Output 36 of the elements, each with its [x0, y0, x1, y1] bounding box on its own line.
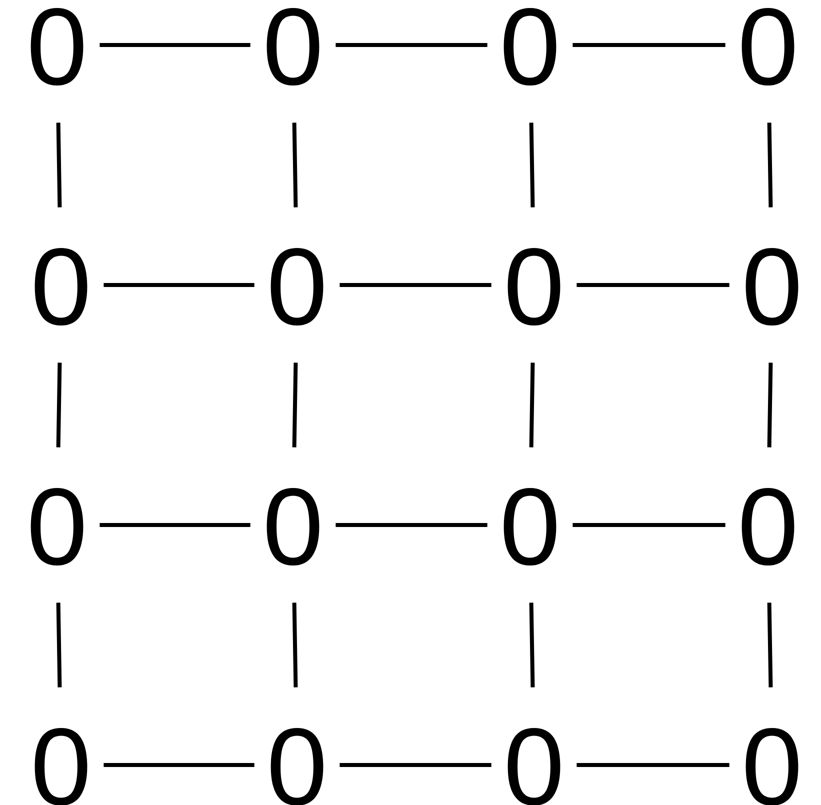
digit-label: 0 — [504, 8, 556, 86]
digit-label: 0 — [508, 248, 560, 326]
digit-label: 0 — [270, 248, 324, 326]
connector-line — [100, 43, 250, 47]
connector-line — [56, 362, 62, 448]
connector-line — [292, 602, 298, 688]
digit-label: 0 — [30, 488, 84, 566]
connector-line — [572, 43, 726, 47]
connector-line — [767, 362, 773, 448]
connector-line — [292, 122, 298, 208]
connector-line — [767, 122, 773, 208]
connector-line — [104, 282, 254, 287]
digit-label: 0 — [742, 8, 794, 86]
digit-label: 0 — [742, 488, 794, 566]
connector-line — [529, 122, 535, 208]
digit-label: 0 — [266, 488, 320, 566]
digit-label: 0 — [30, 8, 84, 86]
connector-line — [529, 602, 535, 688]
connector-line — [336, 522, 488, 527]
connector-line — [576, 762, 730, 767]
connector-line — [529, 362, 535, 448]
connector-line — [292, 362, 298, 448]
connector-line — [340, 762, 492, 767]
digit-label: 0 — [746, 248, 798, 326]
connector-line — [100, 522, 250, 527]
connector-line — [767, 602, 773, 688]
connector-line — [572, 522, 726, 527]
connector-line — [336, 43, 488, 47]
connector-line — [340, 282, 492, 287]
connector-line — [56, 602, 62, 688]
digit-label: 0 — [504, 488, 556, 566]
connector-line — [576, 282, 730, 287]
connector-line — [104, 762, 254, 767]
connector-line — [56, 122, 62, 208]
digit-label: 0 — [266, 8, 320, 86]
digit-label: 0 — [34, 248, 88, 326]
